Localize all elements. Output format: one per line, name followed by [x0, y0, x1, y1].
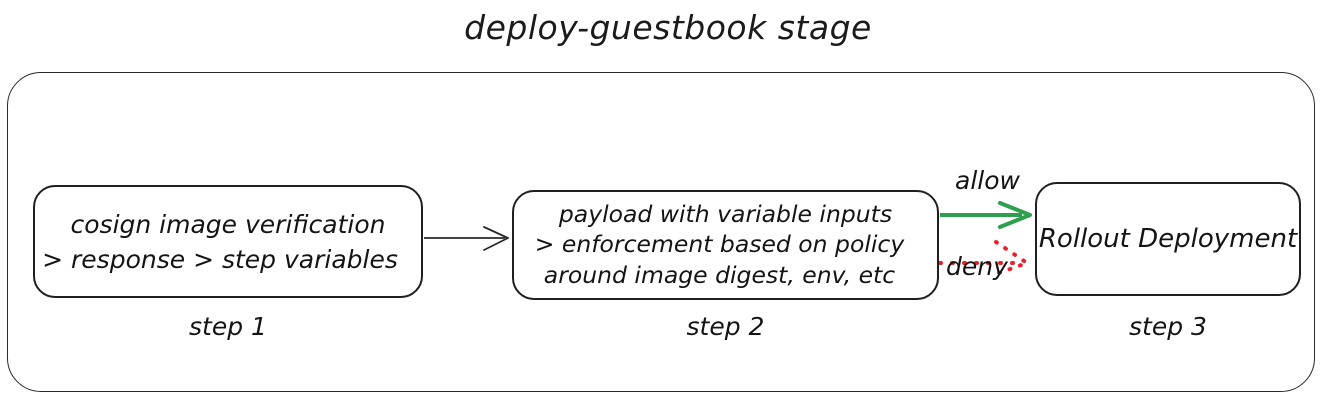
node-step-3-line-1: Rollout Deployment	[1038, 224, 1298, 254]
page-title: deploy-guestbook stage	[464, 8, 872, 47]
node-step-2[interactable]: payload with variable inputs > enforceme…	[512, 190, 939, 300]
step-caption-2: step 2	[686, 312, 765, 341]
edge-label-deny: deny	[946, 252, 1008, 281]
node-step-1[interactable]: cosign image verification > response > s…	[33, 185, 423, 298]
step-caption-1: step 1	[189, 312, 267, 341]
node-step-1-line-2: > response > step variables	[42, 244, 398, 274]
node-step-3[interactable]: Rollout Deployment	[1035, 182, 1301, 296]
step-caption-3: step 3	[1129, 312, 1207, 341]
node-step-2-line-2: > enforcement based on policy	[534, 230, 905, 259]
node-step-1-line-1: cosign image verification	[70, 209, 386, 239]
node-step-2-line-3: around image digest, env, etc	[543, 260, 896, 289]
edge-label-allow: allow	[955, 166, 1020, 195]
node-step-2-line-1: payload with variable inputs	[558, 199, 893, 228]
